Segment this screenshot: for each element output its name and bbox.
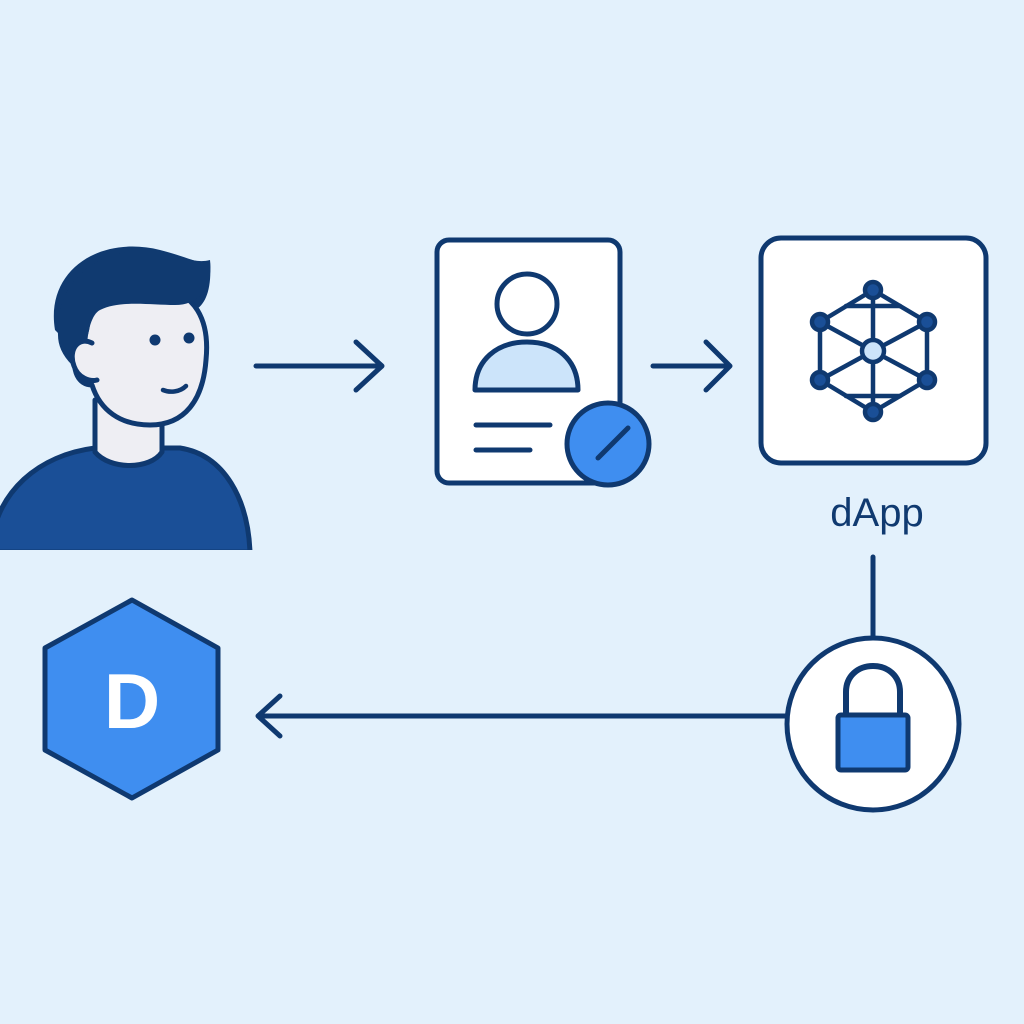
- lock-icon: [835, 662, 911, 773]
- id-card-verified-icon: [434, 237, 652, 488]
- logo-letter: D: [104, 657, 160, 745]
- arrow-user-to-credential: [253, 339, 385, 393]
- verified-badge-icon: [564, 400, 652, 488]
- arrow-lock-to-logo: [255, 693, 790, 739]
- dapp-node: [758, 235, 989, 466]
- dapp-label: dApp: [830, 491, 923, 535]
- hexagon-logo-icon: D: [42, 597, 221, 801]
- user-avatar-icon: [0, 246, 253, 550]
- arrow-credential-to-dapp: [650, 339, 733, 393]
- lock-node: [784, 635, 962, 813]
- network-cube-icon: [809, 279, 938, 423]
